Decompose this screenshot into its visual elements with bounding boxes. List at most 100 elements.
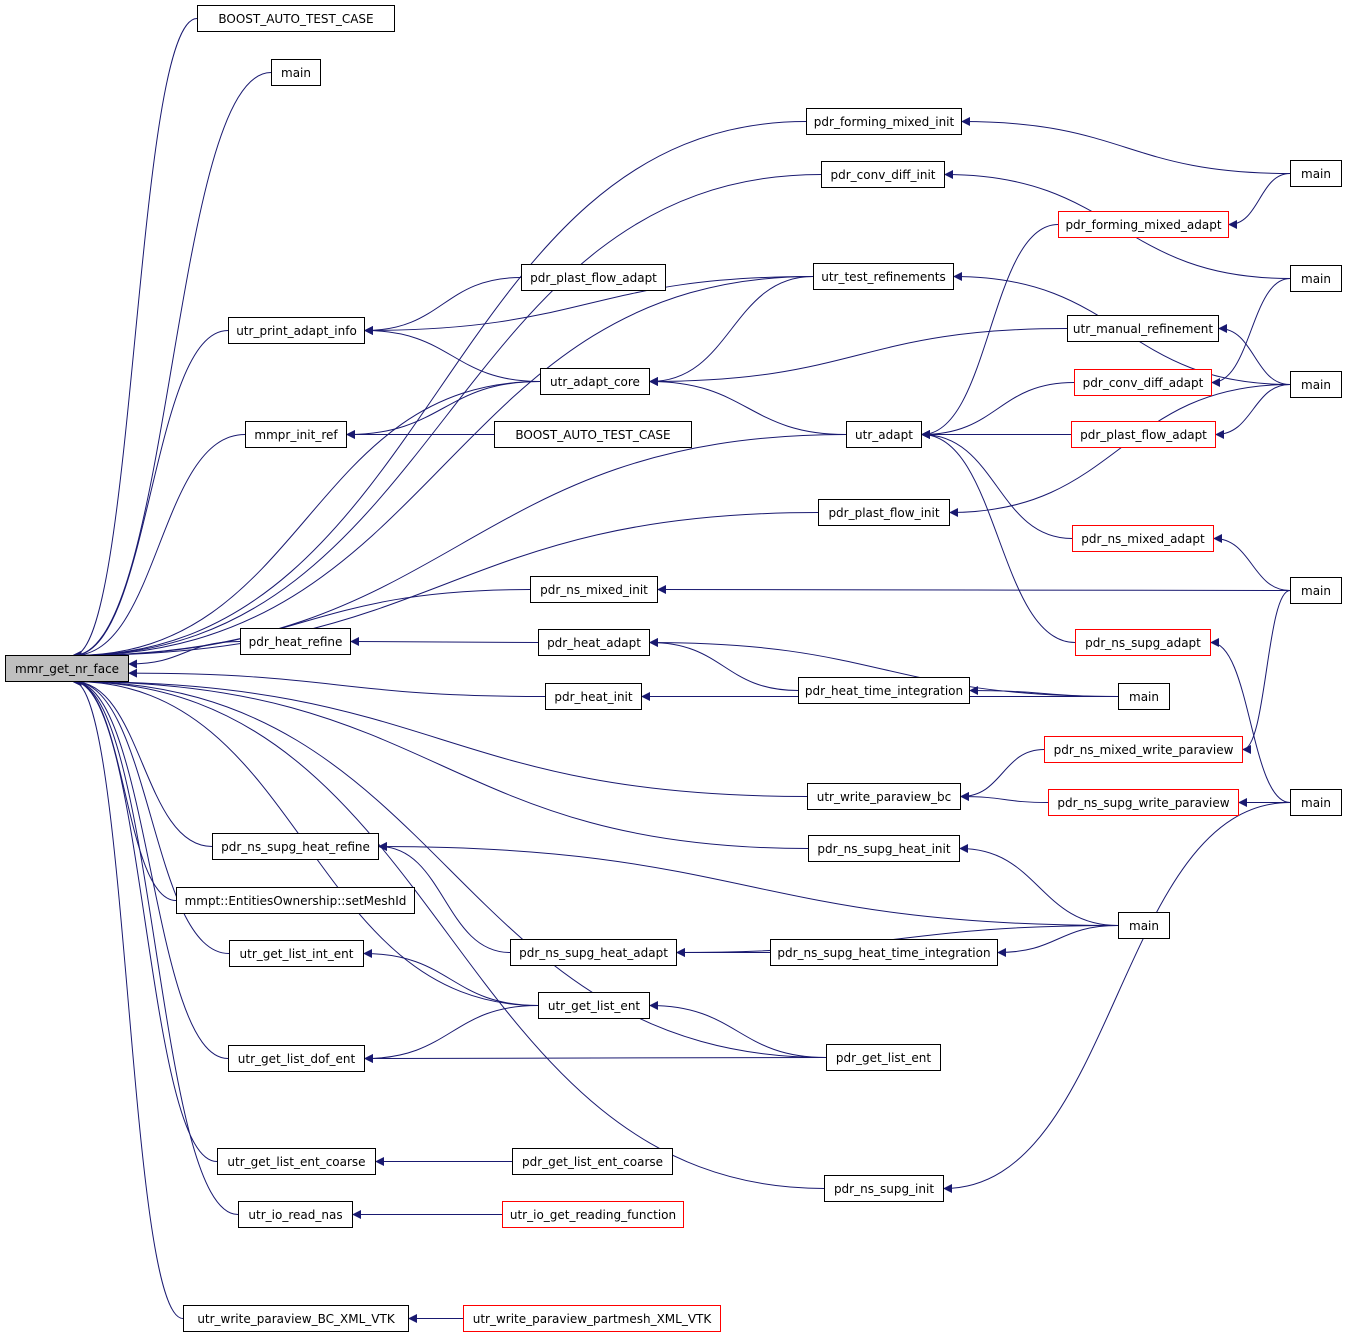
node-pdr-ns-supg-write-paraview[interactable]: pdr_ns_supg_write_paraview [1048,789,1239,816]
node-main-cdi[interactable]: main [1290,265,1342,292]
node-pdr-heat-refine[interactable]: pdr_heat_refine [240,628,351,655]
node-pdr-ns-mixed-write-paraview[interactable]: pdr_ns_mixed_write_paraview [1044,736,1243,763]
node-main-sh[interactable]: main [1118,912,1170,939]
node-utr-get-list-dof-ent[interactable]: utr_get_list_dof_ent [228,1045,365,1072]
edge-utr_adapt_core-to-utr_print_adapt_info [364,326,541,382]
edge-pdr_get_list_ent-to-root [72,677,827,1058]
edge-utr_write_paraview_BC_XML_VTK-to-root [72,677,184,1319]
node-main-heat[interactable]: main [1118,683,1170,710]
edge-utr_manual_refinement-to-utr_adapt_core [649,328,1068,386]
node-utr-write-paraview-partmesh-xml-vtk[interactable]: utr_write_paraview_partmesh_XML_VTK [463,1305,721,1332]
edge-main_mr-to-utr_manual_refinement [1218,324,1291,385]
edge-main_fmi-to-pdr_forming_mixed_adapt [1228,173,1291,229]
node-pdr-ns-supg-adapt[interactable]: pdr_ns_supg_adapt [1075,629,1211,656]
edge-utr_print_adapt_info-to-root [72,330,229,660]
edge-main_supg-to-pdr_ns_supg_adapt [1210,638,1291,803]
edge-pdr_plast_flow_init-to-root [72,512,819,660]
edge-pdr_get_list_ent-to-utr_get_list_ent [649,1001,827,1058]
edge-pdr_ns_mixed_write_paraview-to-utr_write_paraview_bc [960,749,1045,801]
edge-main_cdi-to-pdr_conv_diff_adapt [1211,278,1291,387]
edge-pdr_ns_supg_heat_init-to-root [72,677,809,849]
edge-pdr_ns_supg_init-to-root [72,677,825,1189]
edge-pdr_forming_mixed_adapt-to-utr_adapt [921,224,1059,439]
node-pdr-forming-mixed-init[interactable]: pdr_forming_mixed_init [806,108,962,135]
node-pdr-get-list-ent-coarse[interactable]: pdr_get_list_ent_coarse [512,1148,673,1175]
node-pdr-forming-mixed-adapt[interactable]: pdr_forming_mixed_adapt [1058,211,1229,238]
node-root[interactable]: mmr_get_nr_face [5,655,129,682]
edge-utr_adapt-to-utr_adapt_core [649,377,847,435]
node-pdr-ns-supg-init[interactable]: pdr_ns_supg_init [824,1175,944,1202]
node-pdr-plast-flow-adapt2[interactable]: pdr_plast_flow_adapt [1071,421,1216,448]
edge-pdr_get_list_ent-to-utr_get_list_dof_ent [364,1053,827,1063]
edge-utr_get_list_ent-to-utr_get_list_int_ent [363,949,539,1006]
node-setmeshid[interactable]: mmpt::EntitiesOwnership::setMeshId [176,887,415,914]
node-mmpr-init-ref[interactable]: mmpr_init_ref [245,421,347,448]
edge-boost1-to-root [72,18,198,660]
edge-setMeshId-to-root [72,677,177,901]
node-pdr-ns-supg-heat-refine[interactable]: pdr_ns_supg_heat_refine [212,833,379,860]
edge-pdr_conv_diff_init-to-root [72,174,822,660]
edge-utr_get_list_ent_coarse-to-root [72,677,218,1162]
node-pdr-ns-supg-heat-adapt[interactable]: pdr_ns_supg_heat_adapt [510,939,677,966]
node-utr-adapt-core[interactable]: utr_adapt_core [540,368,650,395]
edge-pdr_heat_adapt-to-pdr_heat_refine [350,637,539,647]
node-utr-write-paraview-bc-xml-vtk[interactable]: utr_write_paraview_BC_XML_VTK [183,1305,409,1332]
edge-utr_test_refinements-to-root [72,276,814,660]
edge-pdr_heat_init-to-root [128,668,546,697]
node-utr-print-adapt-info[interactable]: utr_print_adapt_info [228,317,365,344]
node-utr-manual-refinement[interactable]: utr_manual_refinement [1067,315,1219,342]
edge-pdr_conv_diff_adapt-to-utr_adapt [921,382,1075,439]
edge-pdr_forming_mixed_init-to-root [72,121,807,660]
node-pdr-heat-adapt[interactable]: pdr_heat_adapt [538,629,650,656]
node-pdr-plast-flow-init[interactable]: pdr_plast_flow_init [818,499,950,526]
node-utr-io-get-reading-function[interactable]: utr_io_get_reading_function [502,1201,684,1228]
edge-utr_test_refinements-to-utr_print_adapt_info [364,276,814,335]
edge-main_sh-to-pdr_ns_supg_heat_init [959,844,1119,926]
node-pdr-get-list-ent[interactable]: pdr_get_list_ent [826,1044,941,1071]
node-utr-adapt[interactable]: utr_adapt [846,421,922,448]
node-pdr-ns-mixed-adapt[interactable]: pdr_ns_mixed_adapt [1072,525,1214,552]
edge-main_sh-to-pdr_ns_supg_heat_time_integration [997,925,1119,957]
node-utr-get-list-int-ent[interactable]: utr_get_list_int_ent [229,940,364,967]
edge-utr_get_list_dof_ent-to-root [72,677,229,1059]
edge-utr_adapt-to-root [72,434,847,660]
edge-pdr_ns_mixed_adapt-to-utr_adapt [921,430,1073,539]
node-pdr-conv-diff-init[interactable]: pdr_conv_diff_init [821,161,945,188]
edge-pdr_ns_supg_heat_adapt-to-pdr_ns_supg_heat_refine [378,842,511,953]
node-pdr-ns-supg-heat-time-integration[interactable]: pdr_ns_supg_heat_time_integration [770,939,998,966]
edge-main_mr-to-pdr_plast_flow_init [949,384,1291,517]
edge-main_sh-to-pdr_ns_supg_heat_refine [378,842,1119,926]
edge-main_nsm-to-pdr_ns_mixed_init [657,585,1291,595]
node-pdr-plast-flow-adapt1[interactable]: pdr_plast_flow_adapt [521,264,666,291]
edge-pdr_ns_supg_write_paraview-to-utr_write_paraview_bc [960,792,1049,803]
node-utr-io-read-nas[interactable]: utr_io_read_nas [238,1201,353,1228]
edge-main_supg-to-pdr_ns_supg_init [943,802,1291,1193]
node-boost2[interactable]: BOOST_AUTO_TEST_CASE [494,421,692,448]
edge-pdr_heat_time_integration-to-pdr_heat_adapt [649,638,799,691]
node-main-supg[interactable]: main [1290,789,1342,816]
node-pdr-conv-diff-adapt[interactable]: pdr_conv_diff_adapt [1074,369,1212,396]
edge-utr_io_read_nas-to-root [72,677,239,1215]
node-utr-test-refinements[interactable]: utr_test_refinements [813,263,954,290]
node-boost1[interactable]: BOOST_AUTO_TEST_CASE [197,5,395,32]
node-pdr-ns-mixed-init[interactable]: pdr_ns_mixed_init [530,576,658,603]
node-utr-write-paraview-bc[interactable]: utr_write_paraview_bc [807,783,961,810]
node-pdr-heat-init[interactable]: pdr_heat_init [545,683,642,710]
node-utr-get-list-ent-coarse[interactable]: utr_get_list_ent_coarse [217,1148,376,1175]
node-main-nsm[interactable]: main [1290,577,1342,604]
edge-mmpr_init_ref-to-root [72,434,246,660]
edge-utr_test_refinements-to-utr_adapt_core [649,276,814,386]
edge-main_fmi-to-pdr_forming_mixed_init [961,117,1291,174]
node-pdr-heat-time-integration[interactable]: pdr_heat_time_integration [798,677,970,704]
edge-utr_get_list_ent-to-utr_get_list_dof_ent [364,1005,539,1063]
node-main-fmi[interactable]: main [1290,160,1342,187]
edge-pdr_plast_flow_adapt1-to-utr_print_adapt_info [364,277,522,335]
node-main-mr[interactable]: main [1290,371,1342,398]
node-utr-get-list-ent[interactable]: utr_get_list_ent [538,992,650,1019]
edge-main1-to-root [72,72,272,660]
node-pdr-ns-supg-heat-init[interactable]: pdr_ns_supg_heat_init [808,835,960,862]
edge-main_nsm-to-pdr_ns_mixed_adapt [1213,534,1291,591]
edge-pdr_ns_mixed_init-to-root [72,589,531,660]
node-main1[interactable]: main [271,59,321,86]
